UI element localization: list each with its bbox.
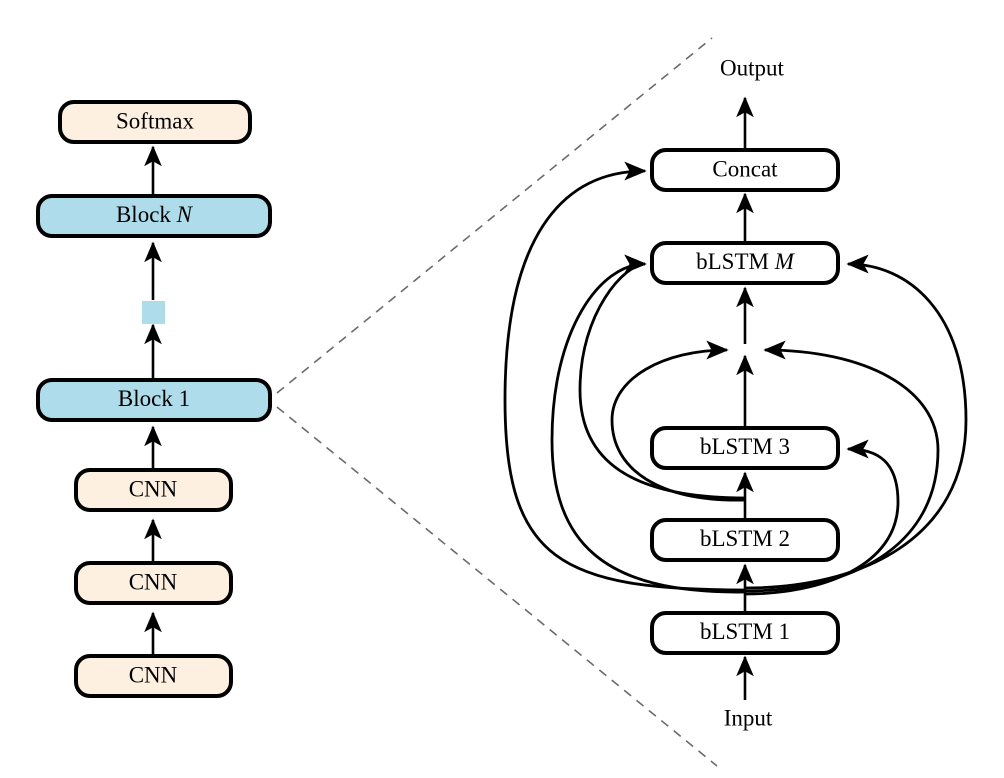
blstm-3-num-text: 3 [779, 434, 791, 459]
blstm-2-prefix-text: bLSTM [700, 526, 779, 551]
blstm-2-num-text: 2 [779, 526, 791, 551]
block-1-prefix-text: Block [118, 386, 179, 411]
node-blstm-1-label: bLSTM 1 [700, 619, 790, 644]
skip-blstm1-to-blstmm [550, 254, 746, 594]
node-block-n[interactable] [36, 194, 272, 238]
node-cnn-1-label: CNN [129, 662, 178, 687]
skip-blstm1-to-concat [503, 161, 746, 592]
node-cnn-3[interactable] [74, 468, 233, 512]
node-cnn-1[interactable] [74, 654, 233, 698]
skip-right-blstm2-to-blstm3 [744, 439, 900, 596]
block-n-prefix-text: Block [116, 202, 177, 227]
node-block-1[interactable] [36, 378, 272, 422]
node-blstm-2[interactable] [650, 518, 840, 562]
node-blstm-3[interactable] [650, 426, 840, 470]
skip-blstm2-to-junction [610, 340, 746, 502]
node-blstm-m[interactable] [650, 241, 840, 285]
node-concat-label: Concat [712, 156, 778, 181]
node-cnn-2[interactable] [74, 561, 233, 605]
node-softmax[interactable] [58, 100, 252, 144]
block-1-num-text: 1 [179, 386, 191, 411]
input-label: Input [724, 705, 773, 730]
expansion-guide-upper [276, 37, 713, 394]
blstm-m-italic-text: M [774, 249, 796, 274]
blstm-1-prefix-text: bLSTM [700, 619, 779, 644]
node-blstm-3-label: bLSTM 3 [700, 434, 790, 459]
node-blstm-m-label: bLSTM M [696, 249, 796, 274]
blstm-3-prefix-text: bLSTM [700, 434, 779, 459]
node-softmax-label: Softmax [116, 108, 194, 133]
block-n-italic-text: N [176, 202, 194, 227]
block-repeat-ellipsis-marker [142, 301, 165, 324]
blstm-1-num-text: 1 [779, 619, 791, 644]
node-cnn-3-label: CNN [129, 476, 178, 501]
node-blstm-1[interactable] [650, 611, 840, 655]
skip-right-blstm1-to-blstmm [744, 254, 968, 590]
blstm-m-prefix-text: bLSTM [696, 249, 775, 274]
node-block-1-label: Block 1 [118, 386, 190, 411]
node-cnn-2-label: CNN [129, 569, 178, 594]
output-label: Output [720, 55, 785, 80]
node-concat[interactable] [650, 148, 840, 192]
node-block-n-label: Block N [116, 202, 194, 227]
node-blstm-2-label: bLSTM 2 [700, 526, 790, 551]
